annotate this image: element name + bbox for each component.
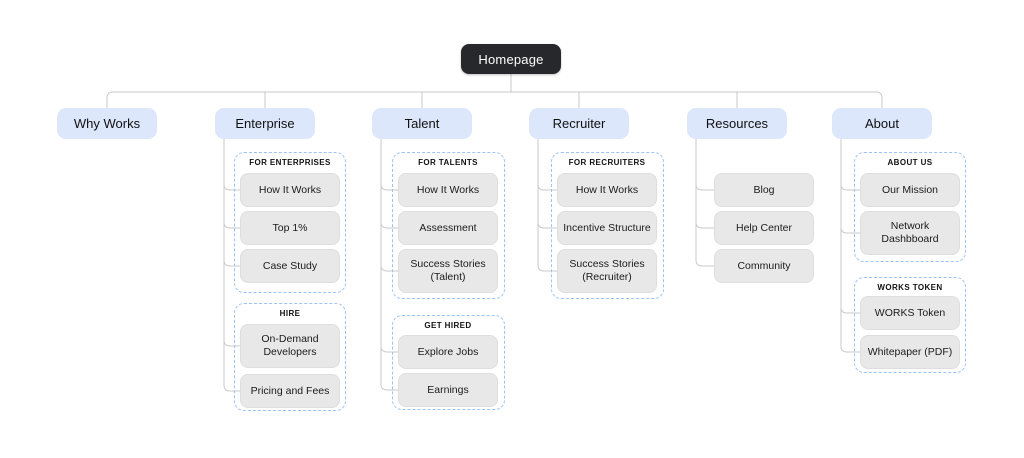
group-for-enterprises-title: FOR ENTERPRISES	[249, 158, 331, 167]
node-whitepaper-pdf[interactable]: Whitepaper (PDF)	[860, 335, 960, 369]
group-about-us	[854, 152, 966, 262]
group-get-hired	[392, 315, 505, 410]
node-recruiter-how-it-works[interactable]: How It Works	[557, 173, 657, 207]
item-label: How It Works	[575, 183, 639, 196]
group-hire	[234, 303, 346, 411]
group-works-token-title: WORKS TOKEN	[877, 283, 943, 292]
node-network-dashboard[interactable]: Network Dashbboard	[860, 211, 960, 255]
node-why-works[interactable]: Why Works	[57, 108, 157, 139]
node-top-1-percent[interactable]: Top 1%	[240, 211, 340, 245]
item-label: Earnings	[427, 383, 469, 396]
node-our-mission[interactable]: Our Mission	[860, 173, 960, 207]
node-blog[interactable]: Blog	[714, 173, 814, 207]
group-for-talents	[392, 152, 505, 299]
item-label: How It Works	[258, 183, 322, 196]
node-on-demand-developers[interactable]: On-Demand Developers	[240, 324, 340, 368]
node-talent-how-it-works[interactable]: How It Works	[398, 173, 498, 207]
item-label: Network Dashbboard	[881, 220, 939, 245]
item-label: Explore Jobs	[417, 345, 479, 358]
node-talent[interactable]: Talent	[372, 108, 472, 139]
node-enterprise[interactable]: Enterprise	[215, 108, 315, 139]
group-for-recruiters	[551, 152, 664, 299]
group-for-talents-title: FOR TALENTS	[418, 158, 478, 167]
node-about[interactable]: About	[832, 108, 932, 139]
item-label: Pricing and Fees	[250, 384, 330, 397]
node-enterprise-how-it-works[interactable]: How It Works	[240, 173, 340, 207]
node-assessment[interactable]: Assessment	[398, 211, 498, 245]
node-about-label: About	[865, 116, 899, 131]
item-label: Whitepaper (PDF)	[867, 345, 953, 358]
node-explore-jobs[interactable]: Explore Jobs	[398, 335, 498, 369]
node-why-works-label: Why Works	[73, 116, 141, 131]
node-resources-label: Resources	[705, 116, 769, 131]
node-recruiter-label: Recruiter	[552, 116, 606, 131]
node-help-center[interactable]: Help Center	[714, 211, 814, 245]
node-case-study[interactable]: Case Study	[240, 249, 340, 283]
group-about-us-title: ABOUT US	[887, 158, 933, 167]
item-label: Top 1%	[272, 221, 308, 234]
node-community[interactable]: Community	[714, 249, 814, 283]
group-get-hired-title: GET HIRED	[424, 321, 472, 330]
group-for-recruiters-title: FOR RECRUITERS	[568, 158, 646, 167]
group-for-enterprises	[234, 152, 346, 293]
node-success-stories-recruiter[interactable]: Success Stories (Recruiter)	[557, 249, 657, 293]
node-resources[interactable]: Resources	[687, 108, 787, 139]
item-label: WORKS Token	[874, 306, 946, 319]
item-label: Case Study	[262, 259, 318, 272]
node-homepage-label: Homepage	[478, 51, 544, 67]
item-label: Our Mission	[881, 183, 938, 196]
item-label: On-Demand Developers	[261, 333, 319, 358]
node-enterprise-label: Enterprise	[235, 116, 295, 131]
node-works-token[interactable]: WORKS Token	[860, 296, 960, 330]
node-success-stories-talent[interactable]: Success Stories (Talent)	[398, 249, 498, 293]
node-talent-label: Talent	[404, 116, 440, 131]
node-earnings[interactable]: Earnings	[398, 373, 498, 407]
node-pricing-and-fees[interactable]: Pricing and Fees	[240, 374, 340, 408]
item-label: Success Stories (Talent)	[410, 258, 486, 283]
node-recruiter[interactable]: Recruiter	[529, 108, 629, 139]
node-incentive-structure[interactable]: Incentive Structure	[557, 211, 657, 245]
node-homepage[interactable]: Homepage	[461, 44, 561, 74]
item-label: How It Works	[416, 183, 480, 196]
item-label: Community	[737, 259, 791, 272]
item-label: Blog	[753, 183, 775, 196]
group-hire-title: HIRE	[279, 309, 301, 318]
group-works-token	[854, 277, 966, 373]
item-label: Assessment	[419, 221, 477, 234]
item-label: Help Center	[735, 221, 793, 234]
item-label: Incentive Structure	[563, 221, 651, 234]
item-label: Success Stories (Recruiter)	[569, 258, 645, 283]
